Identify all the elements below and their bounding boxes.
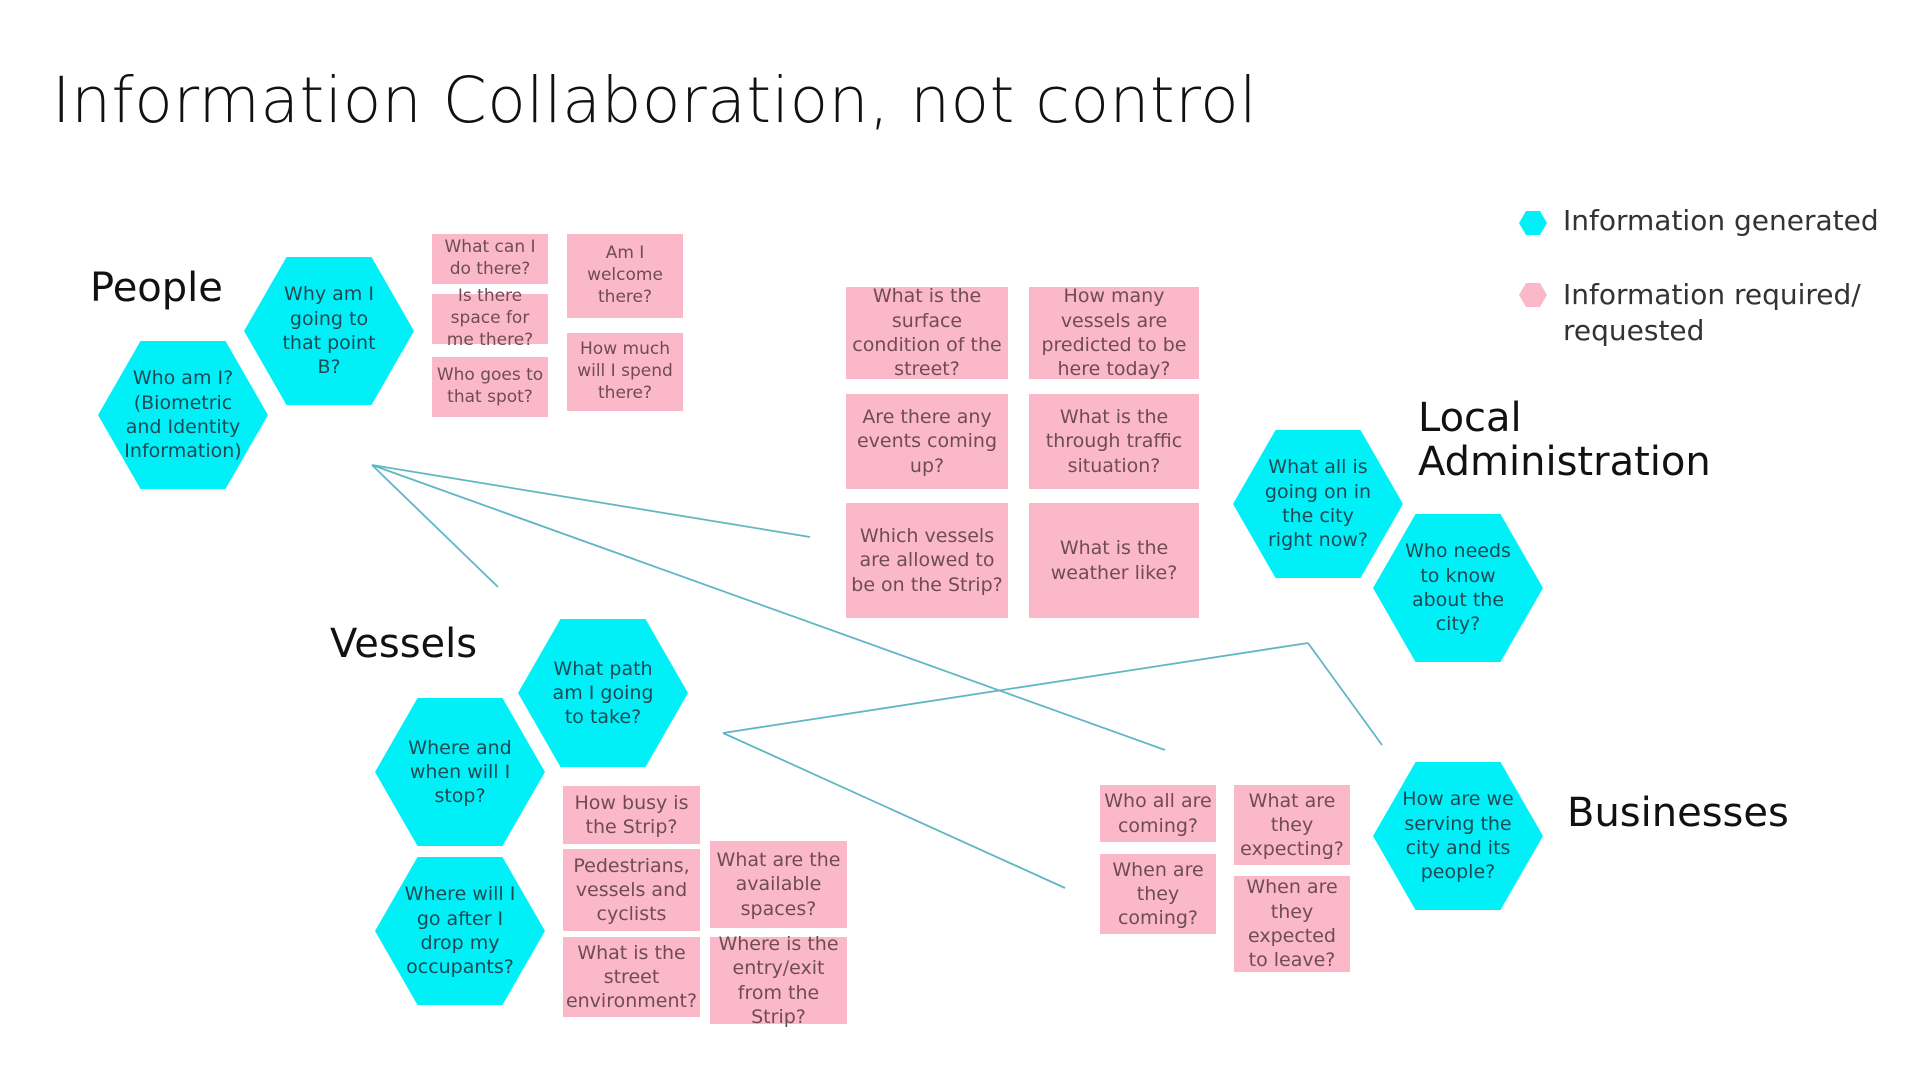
- vessels-hex-where-after: Where will I go after I drop my occupant…: [375, 857, 545, 1005]
- connector-people-to-shared: [371, 464, 811, 538]
- vessels-note-available-spaces: What are the available spaces?: [710, 841, 847, 928]
- people-note-how-much-spend: How much will I spend there?: [567, 333, 683, 411]
- businesses-note-what-expecting: What are they expecting?: [1234, 785, 1350, 865]
- people-note-who-goes: Who goes to that spot?: [432, 357, 548, 417]
- vessels-note-how-busy: How busy is the Strip?: [563, 786, 700, 844]
- connector-vessels-to-admin: [722, 642, 1309, 734]
- vessels-note-street-environment: What is the street environment?: [563, 937, 700, 1017]
- group-label-local-administration: Local Administration: [1418, 396, 1711, 484]
- people-note-space-for-me: Is there space for me there?: [432, 286, 548, 350]
- note-weather: What is the weather like?: [1029, 503, 1199, 618]
- connector-people-to-vessels: [371, 464, 499, 588]
- connector-vessels-to-business-notes: [722, 732, 1066, 889]
- admin-label-line2: Administration: [1418, 439, 1711, 485]
- note-surface-condition: What is the surface condition of the str…: [846, 285, 1008, 380]
- admin-hex-who-needs-to-know: Who needs to know about the city?: [1373, 514, 1543, 662]
- legend-required-label: Information required/ requested: [1563, 277, 1861, 350]
- legend-generated-label: Information generated: [1563, 204, 1879, 237]
- people-note-what-can-i-do: What can I do there?: [432, 234, 548, 284]
- businesses-note-who-coming: Who all are coming?: [1100, 785, 1216, 842]
- legend-required-line1: Information required/: [1563, 278, 1861, 311]
- people-note-am-i-welcome: Am I welcome there?: [567, 234, 683, 318]
- people-hex-why-point-b: Why am I going to that point B?: [244, 257, 414, 405]
- note-events-coming: Are there any events coming up?: [846, 394, 1008, 489]
- connector-people-to-businesses: [371, 464, 1166, 751]
- admin-hex-whats-going-on: What all is going on in the city right n…: [1233, 430, 1403, 578]
- group-label-businesses: Businesses: [1567, 790, 1789, 836]
- group-label-people: People: [90, 265, 223, 311]
- legend-required-line2: requested: [1563, 314, 1705, 348]
- businesses-hex-serving-city: How are we serving the city and its peop…: [1373, 762, 1543, 910]
- note-through-traffic: What is the through traffic situation?: [1029, 394, 1199, 489]
- businesses-note-when-leave: When are they expected to leave?: [1234, 876, 1350, 972]
- vessels-note-pedestrians: Pedestrians, vessels and cyclists: [563, 849, 700, 931]
- connector-admin-to-businesses: [1307, 642, 1383, 746]
- note-vessels-allowed: Which vessels are allowed to be on the S…: [846, 503, 1008, 618]
- group-label-vessels: Vessels: [330, 621, 478, 667]
- note-vessels-predicted: How many vessels are predicted to be her…: [1029, 285, 1199, 380]
- page-title: Information Collaboration, not control: [52, 64, 1258, 137]
- businesses-note-when-coming: When are they coming?: [1100, 854, 1216, 934]
- admin-label-line1: Local: [1418, 395, 1522, 441]
- vessels-note-entry-exit: Where is the entry/exit from the Strip?: [710, 933, 847, 1028]
